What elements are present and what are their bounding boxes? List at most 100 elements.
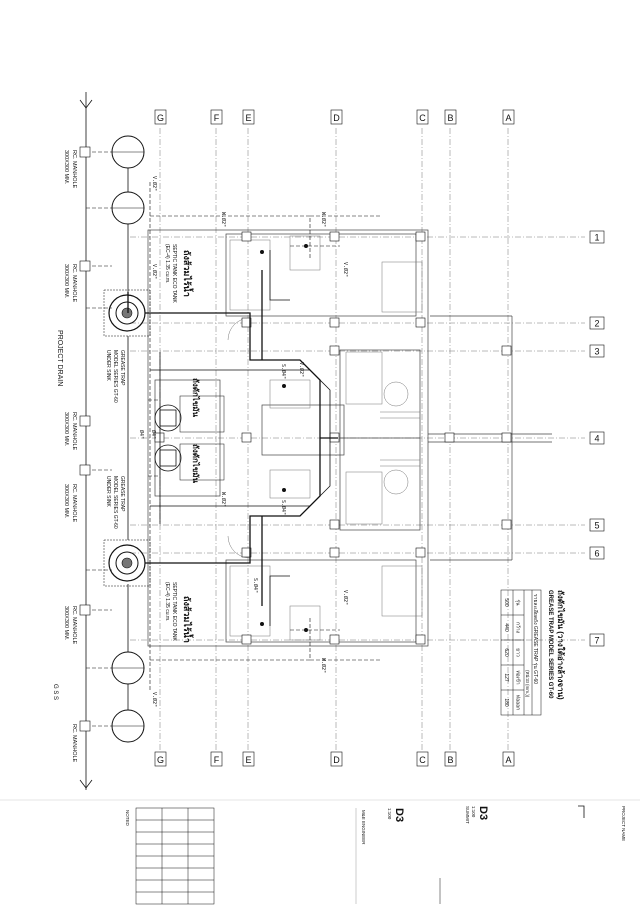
grease-trap-spec-table: ถังดักไขมัน (วางใต้อ่างล้างจาน) GREASE T…: [500, 589, 566, 716]
soil-pipes: [127, 270, 338, 606]
manhole-size-5: 300X300 MM.: [63, 606, 69, 641]
pipe-label-v-4: V.Ø2": [298, 362, 305, 377]
sheet-code-2: D3: [477, 806, 489, 820]
grease-line1-bottom: GREASE TRAP: [119, 476, 125, 512]
project-name-label: PROJECT NAME: [621, 806, 626, 841]
pipe-label-w-3: W.Ø2": [220, 492, 227, 507]
pipe-label-s-1: S.Ø4": [280, 364, 287, 379]
grid-label-7: 7: [594, 636, 599, 646]
grid-label-e-top: E: [245, 113, 251, 123]
grease-thai-bottom: ถังดักไขมัน: [191, 444, 201, 484]
grid-label-c-top: C: [419, 113, 426, 123]
grid-label-d-top: D: [333, 113, 340, 123]
manhole-label-3: RC. MANHOLE: [71, 412, 77, 451]
grid-label-6: 6: [594, 549, 599, 559]
septic-line1-top: SEPTIC TANK ECO TANK: [171, 244, 177, 303]
spec-value-2: 620: [503, 648, 509, 657]
grease-line3-bottom: UNDER SINK: [105, 476, 111, 508]
grid-label-4: 4: [594, 434, 599, 444]
pipe-label-v-2: V.Ø2": [151, 264, 158, 279]
grid-label-b-top: B: [447, 113, 453, 123]
waste-pipes: [148, 182, 380, 690]
septic-annotation-bottom: ถังส้วมไร้น้ำ SEPTIC TANK ECO TANK (EC-4…: [164, 582, 194, 643]
spec-value-1: 440: [503, 623, 509, 632]
grid-label-f-bottom: F: [214, 755, 220, 765]
manhole-size-1: 300X300 MM.: [63, 150, 69, 185]
septic-line1-bottom: SEPTIC TANK ECO TANK: [171, 582, 177, 641]
grid-label-2: 2: [594, 319, 599, 329]
sheet-code-1: D3: [393, 808, 405, 822]
grease-line2-bottom: MODEL SERIES GT-60: [112, 476, 118, 529]
spec-title-en: GREASE TRAP MODEL SERIES GT-60: [547, 590, 553, 699]
grid-label-g-bottom: G: [157, 755, 164, 765]
manhole-label-2: RC. MANHOLE: [71, 264, 77, 303]
manhole-labels: RC. MANHOLE 300X300 MM. RC. MANHOLE 300X…: [63, 150, 77, 763]
grease-line2-top: MODEL SERIES GT-60: [112, 350, 118, 403]
project-drain-line: [79, 92, 93, 790]
spec-subtitle: รายละเอียดถัง GREASE TRAP รุ่น GT-60: [532, 594, 539, 684]
project-drain-label: PROJECT DRAIN: [56, 330, 63, 386]
pipe-label-s-2: S.Ø4": [280, 500, 287, 515]
pipe-labels: W.Ø2" W.Ø2" W.Ø2" W.Ø2" V.Ø2" V.Ø2" V.Ø2…: [138, 176, 349, 707]
spec-header-1: กว้าง: [515, 622, 522, 634]
pipe-label-v-6: V.Ø2": [342, 590, 349, 605]
column-markers: [154, 231, 512, 645]
spec-value-3: 127: [503, 673, 509, 682]
septic-tank-top: [103, 289, 151, 337]
engineer-label: M&E ENGINEER: [361, 810, 366, 845]
gss-label: G S S: [52, 684, 58, 700]
sheet-scale-2: 1:100: [471, 806, 476, 818]
septic-line2-bottom: (EC-4) 1.35 cu.m.: [164, 582, 170, 621]
pipe-label-w-4: W.Ø2": [320, 658, 327, 673]
septic-thai-top: ถังส้วมไร้น้ำ: [182, 250, 194, 297]
spec-header-0: รุ่น: [515, 599, 521, 606]
manhole-size-4: 300X300 MM.: [63, 484, 69, 519]
grid-label-b-bottom: B: [447, 755, 453, 765]
grid-label-a-top: A: [505, 113, 511, 123]
spec-unit: (หน่วย (mm.)): [525, 670, 530, 698]
spec-value-4: 180: [503, 698, 509, 707]
vent-pipes: [150, 250, 331, 626]
grease-trap-top: [154, 395, 225, 433]
grid-numbers-right: 1 2 3 4 5 6 7: [589, 230, 605, 647]
grid-label-e-bottom: E: [245, 755, 251, 765]
grid-letters-top: G F E D C B A: [154, 109, 515, 125]
drain-branch-lines: [86, 151, 112, 727]
manhole-size-2: 300X300 MM.: [63, 264, 69, 299]
spec-title-thai: ถังดักไขมัน (วางใต้อ่างล้างจาน): [556, 590, 566, 700]
pipe-label-d-1: Ø4": [138, 430, 145, 439]
sanitary-label: SUMMIT: [465, 806, 470, 824]
spec-header-3: ท่อเข้า: [515, 670, 522, 684]
manhole-size-3: 300X300 MM.: [63, 412, 69, 447]
septic-thai-bottom: ถังส้วมไร้น้ำ: [182, 596, 194, 643]
grid-letters-bottom: G F E D C B A: [154, 751, 515, 767]
grease-line3-top: UNDER SINK: [105, 350, 111, 382]
sheet-scale-1: 1:100: [387, 808, 392, 820]
pipe-label-s-3: S.Ø4": [252, 578, 259, 593]
spec-header-2: ยาว: [515, 648, 521, 657]
grid-label-d-bottom: D: [333, 755, 340, 765]
grease-annotation-bottom: ถังดักไขมัน GREASE TRAP MODEL SERIES GT-…: [105, 444, 201, 529]
grid-label-g-top: G: [157, 113, 164, 123]
manhole-label-1: RC. MANHOLE: [71, 150, 77, 189]
floor-drains: [260, 244, 308, 632]
grid-label-3: 3: [594, 347, 599, 357]
pipe-label-v-1: V.Ø2": [151, 176, 158, 191]
building-outline: [147, 229, 552, 647]
septic-line2-top: (EC-4) 1.35 cu.m.: [164, 244, 170, 283]
pipe-label-v-3: V.Ø2": [151, 692, 158, 707]
grease-trap-bottom: [154, 443, 225, 481]
noted-label: NOTED: [125, 810, 130, 827]
spec-value-0: 500: [503, 598, 509, 607]
grid-label-c-bottom: C: [419, 755, 426, 765]
drain-junction-boxes: [79, 146, 91, 732]
manhole-label-6: RC. MANHOLE: [71, 724, 77, 763]
grid-label-1: 1: [594, 233, 599, 243]
grease-line1-top: GREASE TRAP: [119, 350, 125, 386]
grease-thai-top: ถังดักไขมัน: [191, 378, 201, 418]
grid-label-f-top: F: [214, 113, 220, 123]
grid-label-a-bottom: A: [505, 755, 511, 765]
title-block: NOTED M&E ENGINEER D3 1:100 D3 1:100 SUM…: [0, 799, 640, 905]
pipe-label-w-1: W.Ø2": [220, 212, 227, 227]
